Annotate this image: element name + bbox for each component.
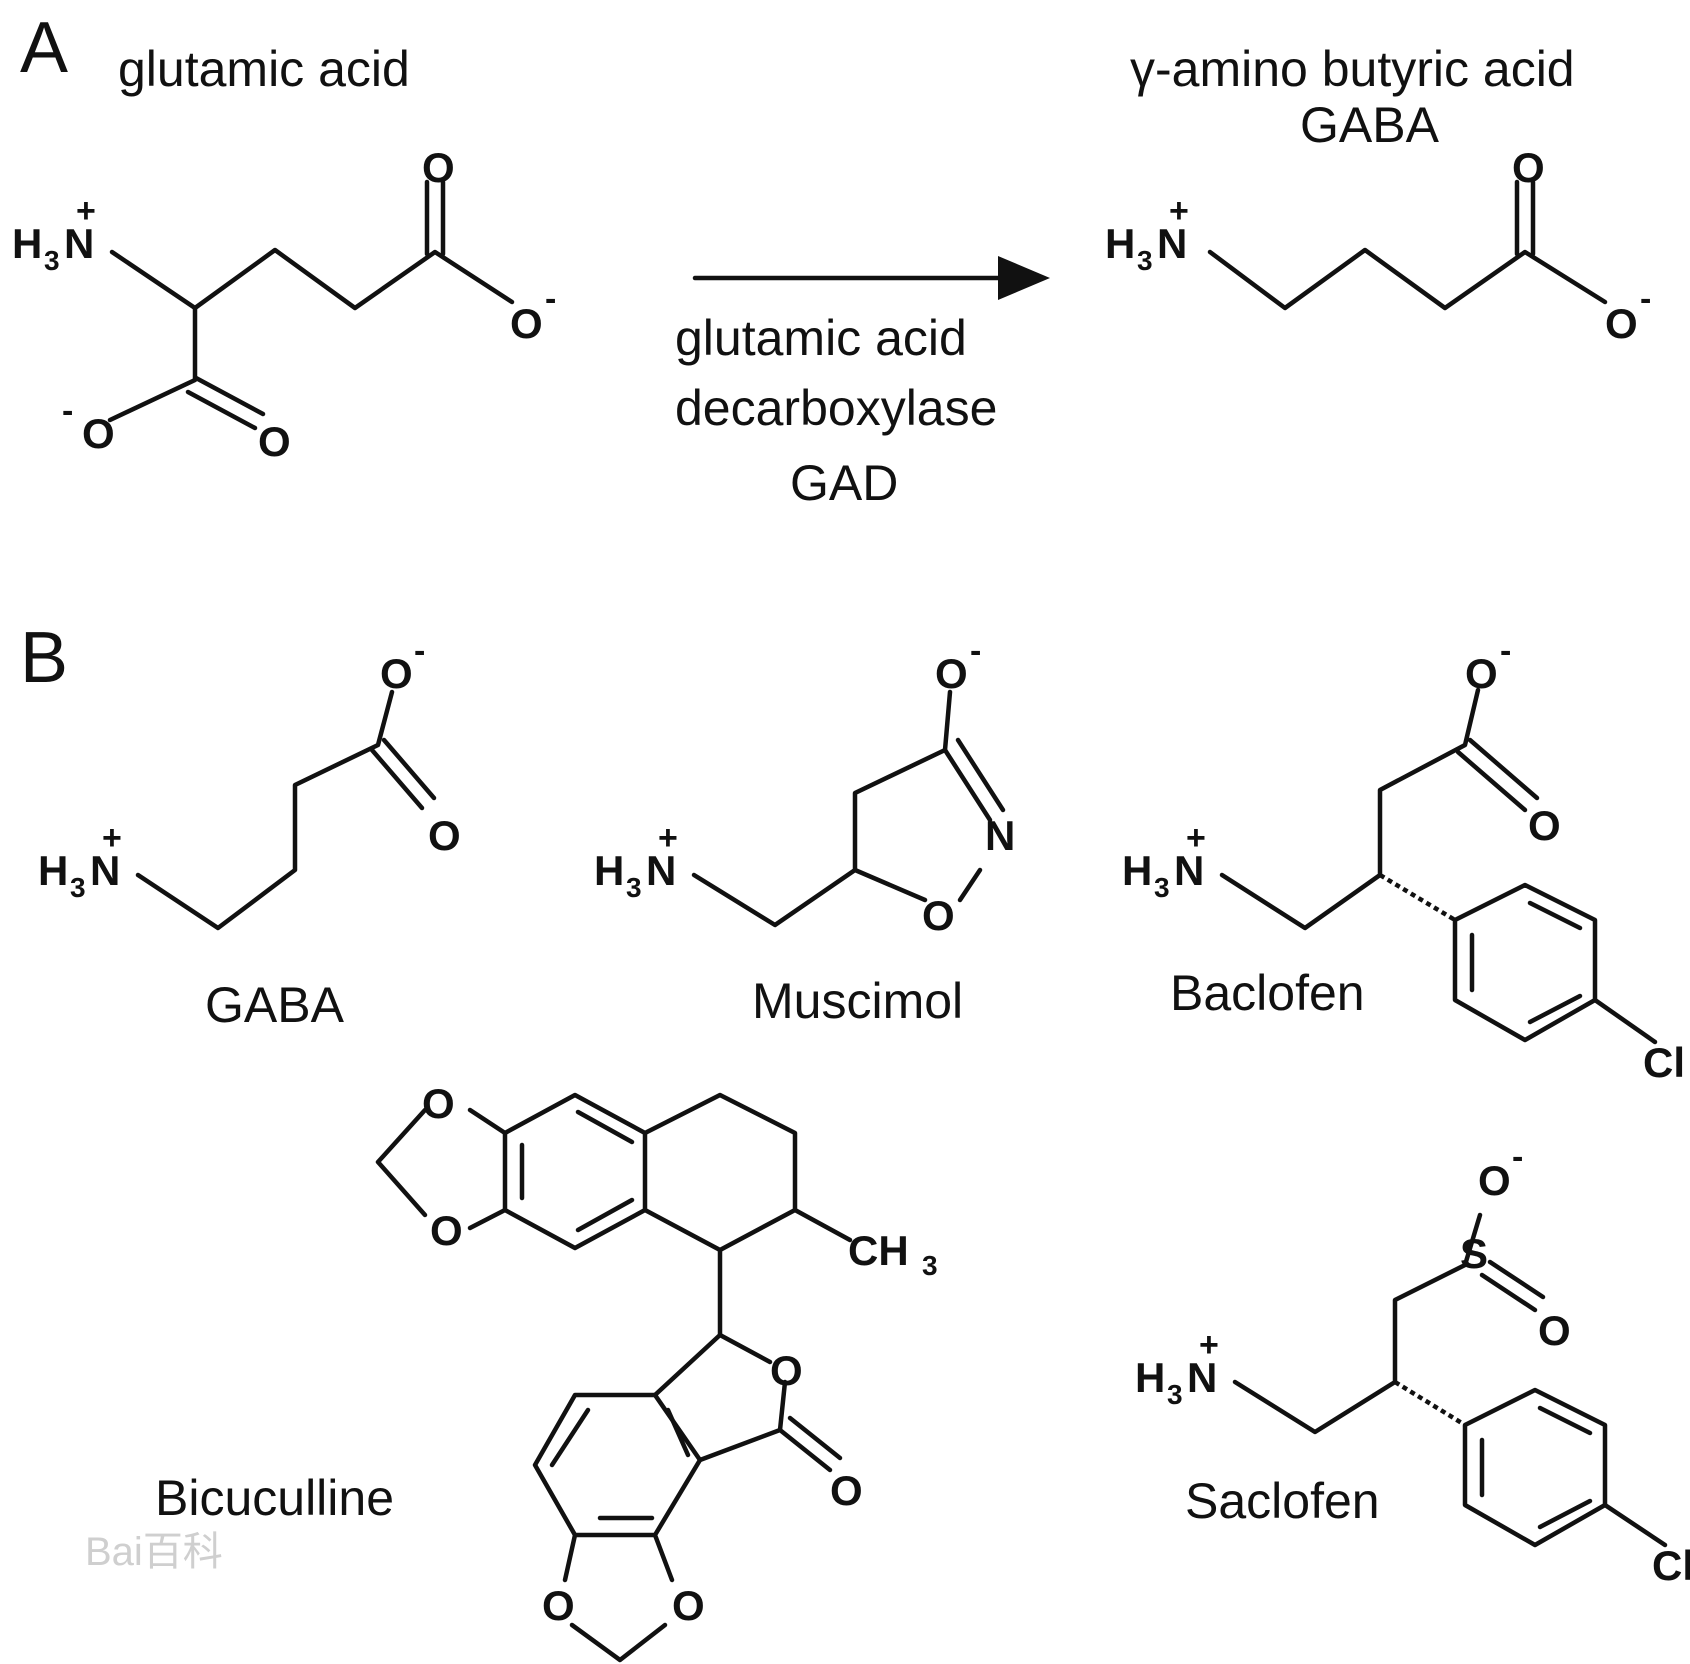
enzyme-line1: glutamic acid [675,310,967,366]
bic-ch3-sub: 3 [922,1250,938,1281]
bic-lactone-o: O [770,1347,803,1394]
panel-b-label: B [20,618,68,698]
baclofen-minus: - [1500,632,1511,670]
watermark: Bai百科 [85,1530,223,1574]
product-name-line2: GABA [1300,97,1440,153]
glu-amine-plus: + [76,192,96,230]
baclofen-cl: Cl [1643,1039,1685,1086]
saclofen-structure: H 3 N + S O - O Cl [1135,1138,1690,1589]
muscimol-o-minus: O [935,650,968,697]
gaba-minus: - [414,632,425,670]
baclofen-o-double: O [1528,802,1561,849]
gaba-prod-n: N [1157,220,1187,267]
muscimol-n: N [646,847,676,894]
glu-side-minus: - [545,280,556,318]
gaba-o-minus: O [380,650,413,697]
glu-side-o-double: O [422,144,455,191]
gaba-prod-o-double: O [1512,144,1545,191]
gaba-o-double: O [428,812,461,859]
baclofen-plus: + [1186,819,1206,857]
bicuculline-structure: O O CH 3 O O O O [375,1080,938,1663]
glu-alpha-o-minus: O [82,410,115,457]
saclofen-name: Saclofen [1185,1473,1380,1529]
saclofen-cl: Cl [1652,1542,1690,1589]
gaba-prod-h: H [1105,220,1135,267]
reactant-name: glutamic acid [118,41,410,97]
bicuculline-name: Bicuculline [155,1470,394,1526]
glu-amine-h: H [12,220,42,267]
saclofen-n: N [1187,1354,1217,1401]
muscimol-ring-o: O [922,892,955,939]
muscimol-name: Muscimol [752,973,963,1029]
bic-carbonyl-o: O [830,1467,863,1514]
muscimol-ring-n: N [985,812,1015,859]
saclofen-sub: 3 [1167,1379,1183,1410]
baclofen-h: H [1122,847,1152,894]
saclofen-h: H [1135,1354,1165,1401]
bic-o2: O [430,1207,463,1254]
bic-o4: O [672,1582,705,1629]
enzyme-line3: GAD [790,455,898,511]
gaba-prod-plus: + [1169,192,1189,230]
muscimol-sub: 3 [626,872,642,903]
glu-amine-n: N [64,220,94,267]
reaction-arrow [692,256,1050,300]
muscimol-minus: - [970,632,981,670]
baclofen-o-minus: O [1465,650,1498,697]
bic-o3: O [542,1582,575,1629]
gaba-h: H [38,847,68,894]
muscimol-h: H [594,847,624,894]
saclofen-o-double: O [1538,1307,1571,1354]
gaba-plus: + [102,819,122,857]
saclofen-plus: + [1199,1326,1219,1364]
bic-ch: CH [848,1227,909,1274]
enzyme-line2: decarboxylase [675,380,997,436]
gaba-prod-minus: - [1640,280,1651,318]
baclofen-sub: 3 [1154,872,1170,903]
gaba-n: N [90,847,120,894]
glu-side-o-minus: O [510,300,543,347]
baclofen-name: Baclofen [1170,965,1365,1021]
product-name-line1: γ-amino butyric acid [1130,41,1575,97]
saclofen-o-minus: O [1478,1157,1511,1204]
muscimol-structure: H 3 N + O - N O [594,632,1015,939]
bic-o1: O [422,1080,455,1127]
muscimol-plus: + [658,819,678,857]
panel-a-label: A [20,8,68,88]
gaba-name: GABA [205,977,345,1033]
gaba-sub: 3 [70,872,86,903]
baclofen-n: N [1174,847,1204,894]
gaba-prod-sub: 3 [1137,245,1153,276]
gaba-product-structure: H 3 N + O O - [1105,144,1651,347]
saclofen-minus: - [1512,1138,1523,1176]
gaba-structure: H 3 N + O - O [38,632,461,931]
baclofen-structure: H 3 N + O - O Cl [1122,632,1685,1086]
glutamic-acid-structure: H 3 N + O O - - O O [12,144,556,465]
glu-alpha-o-double: O [258,418,291,465]
glu-amine-sub: 3 [44,245,60,276]
gaba-prod-o-minus: O [1605,300,1638,347]
glu-alpha-minus: - [62,392,73,430]
saclofen-s: S [1460,1230,1488,1277]
